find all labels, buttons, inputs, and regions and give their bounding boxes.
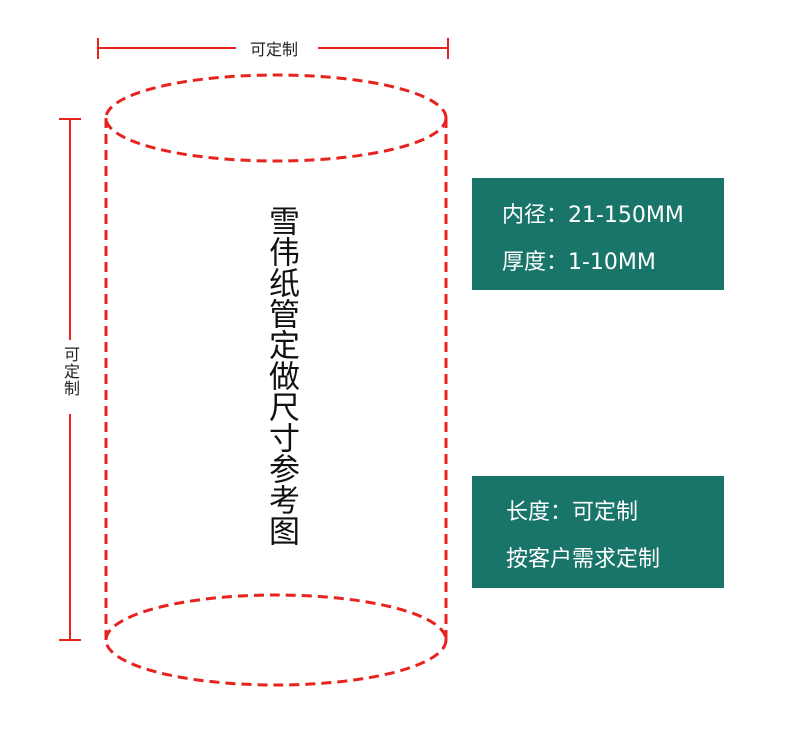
- spec-panel-size: 内径：21-150MM 厚度：1-10MM: [472, 178, 724, 290]
- inner-diameter-spec: 内径：21-150MM: [502, 203, 684, 228]
- cylinder-outline: [104, 73, 448, 687]
- spec-panel-length: 长度：可定制 按客户需求定制: [472, 476, 724, 588]
- height-label: 可定制: [58, 346, 80, 397]
- cylinder-top-ellipse: [104, 73, 448, 163]
- diagram-title: 雪伟纸管定做尺寸参考图: [263, 205, 299, 546]
- width-label: 可定制: [243, 36, 305, 60]
- thickness-spec: 厚度：1-10MM: [502, 250, 656, 275]
- cylinder-bottom-ellipse: [104, 593, 448, 687]
- height-dimension: [59, 118, 81, 641]
- width-dimension: [97, 38, 449, 59]
- length-spec: 长度：可定制: [506, 500, 639, 525]
- custom-note: 按客户需求定制: [506, 547, 661, 572]
